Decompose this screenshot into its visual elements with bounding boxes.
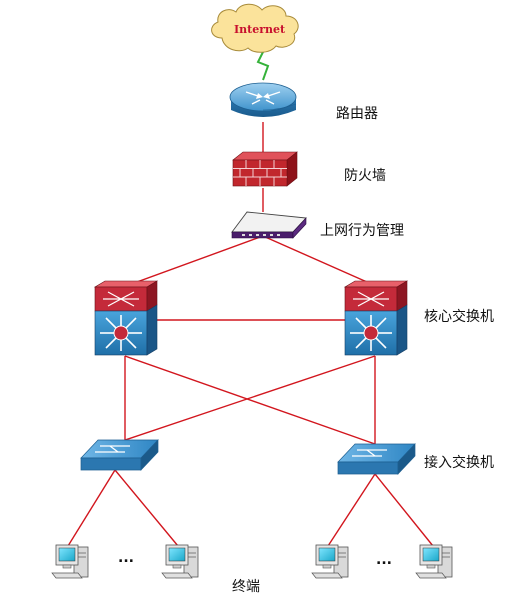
internet-label: Internet <box>234 23 286 36</box>
link-coreR-accessL <box>124 355 376 441</box>
router-label: 路由器 <box>336 106 378 122</box>
ellipsis-right: ... <box>376 552 392 568</box>
core-switch-label: 核心交换机 <box>424 309 494 325</box>
access-switch-label: 接入交换机 <box>424 455 494 471</box>
link-accessR-pc3 <box>327 473 376 547</box>
link-appliance-core-left <box>125 235 264 287</box>
ellipsis-left: ... <box>118 550 134 566</box>
behavior-mgmt-label: 上网行为管理 <box>320 223 404 239</box>
access-switch-icon-right <box>337 443 416 475</box>
links <box>67 51 434 547</box>
internet-uplink <box>256 51 270 81</box>
core-switch-icon-left <box>93 280 159 356</box>
access-switch-icon-left <box>80 439 159 471</box>
link-appliance-core-right <box>262 235 377 287</box>
link-accessL-pc1 <box>67 469 116 547</box>
computer-icon <box>51 544 89 579</box>
link-coreL-accessR <box>124 355 376 445</box>
router-icon <box>229 82 297 117</box>
terminals-label: 终端 <box>232 579 260 595</box>
cloud-icon: Internet <box>211 3 299 53</box>
link-accessL-pc2 <box>114 469 179 547</box>
core-switch-icon-right <box>343 280 409 356</box>
firewall-icon <box>232 151 298 187</box>
firewall-label: 防火墙 <box>344 168 386 184</box>
computer-icon <box>415 544 453 579</box>
computer-icon <box>161 544 199 579</box>
appliance-icon <box>231 211 307 239</box>
computer-icon <box>311 544 349 579</box>
link-accessR-pc4 <box>374 473 434 547</box>
